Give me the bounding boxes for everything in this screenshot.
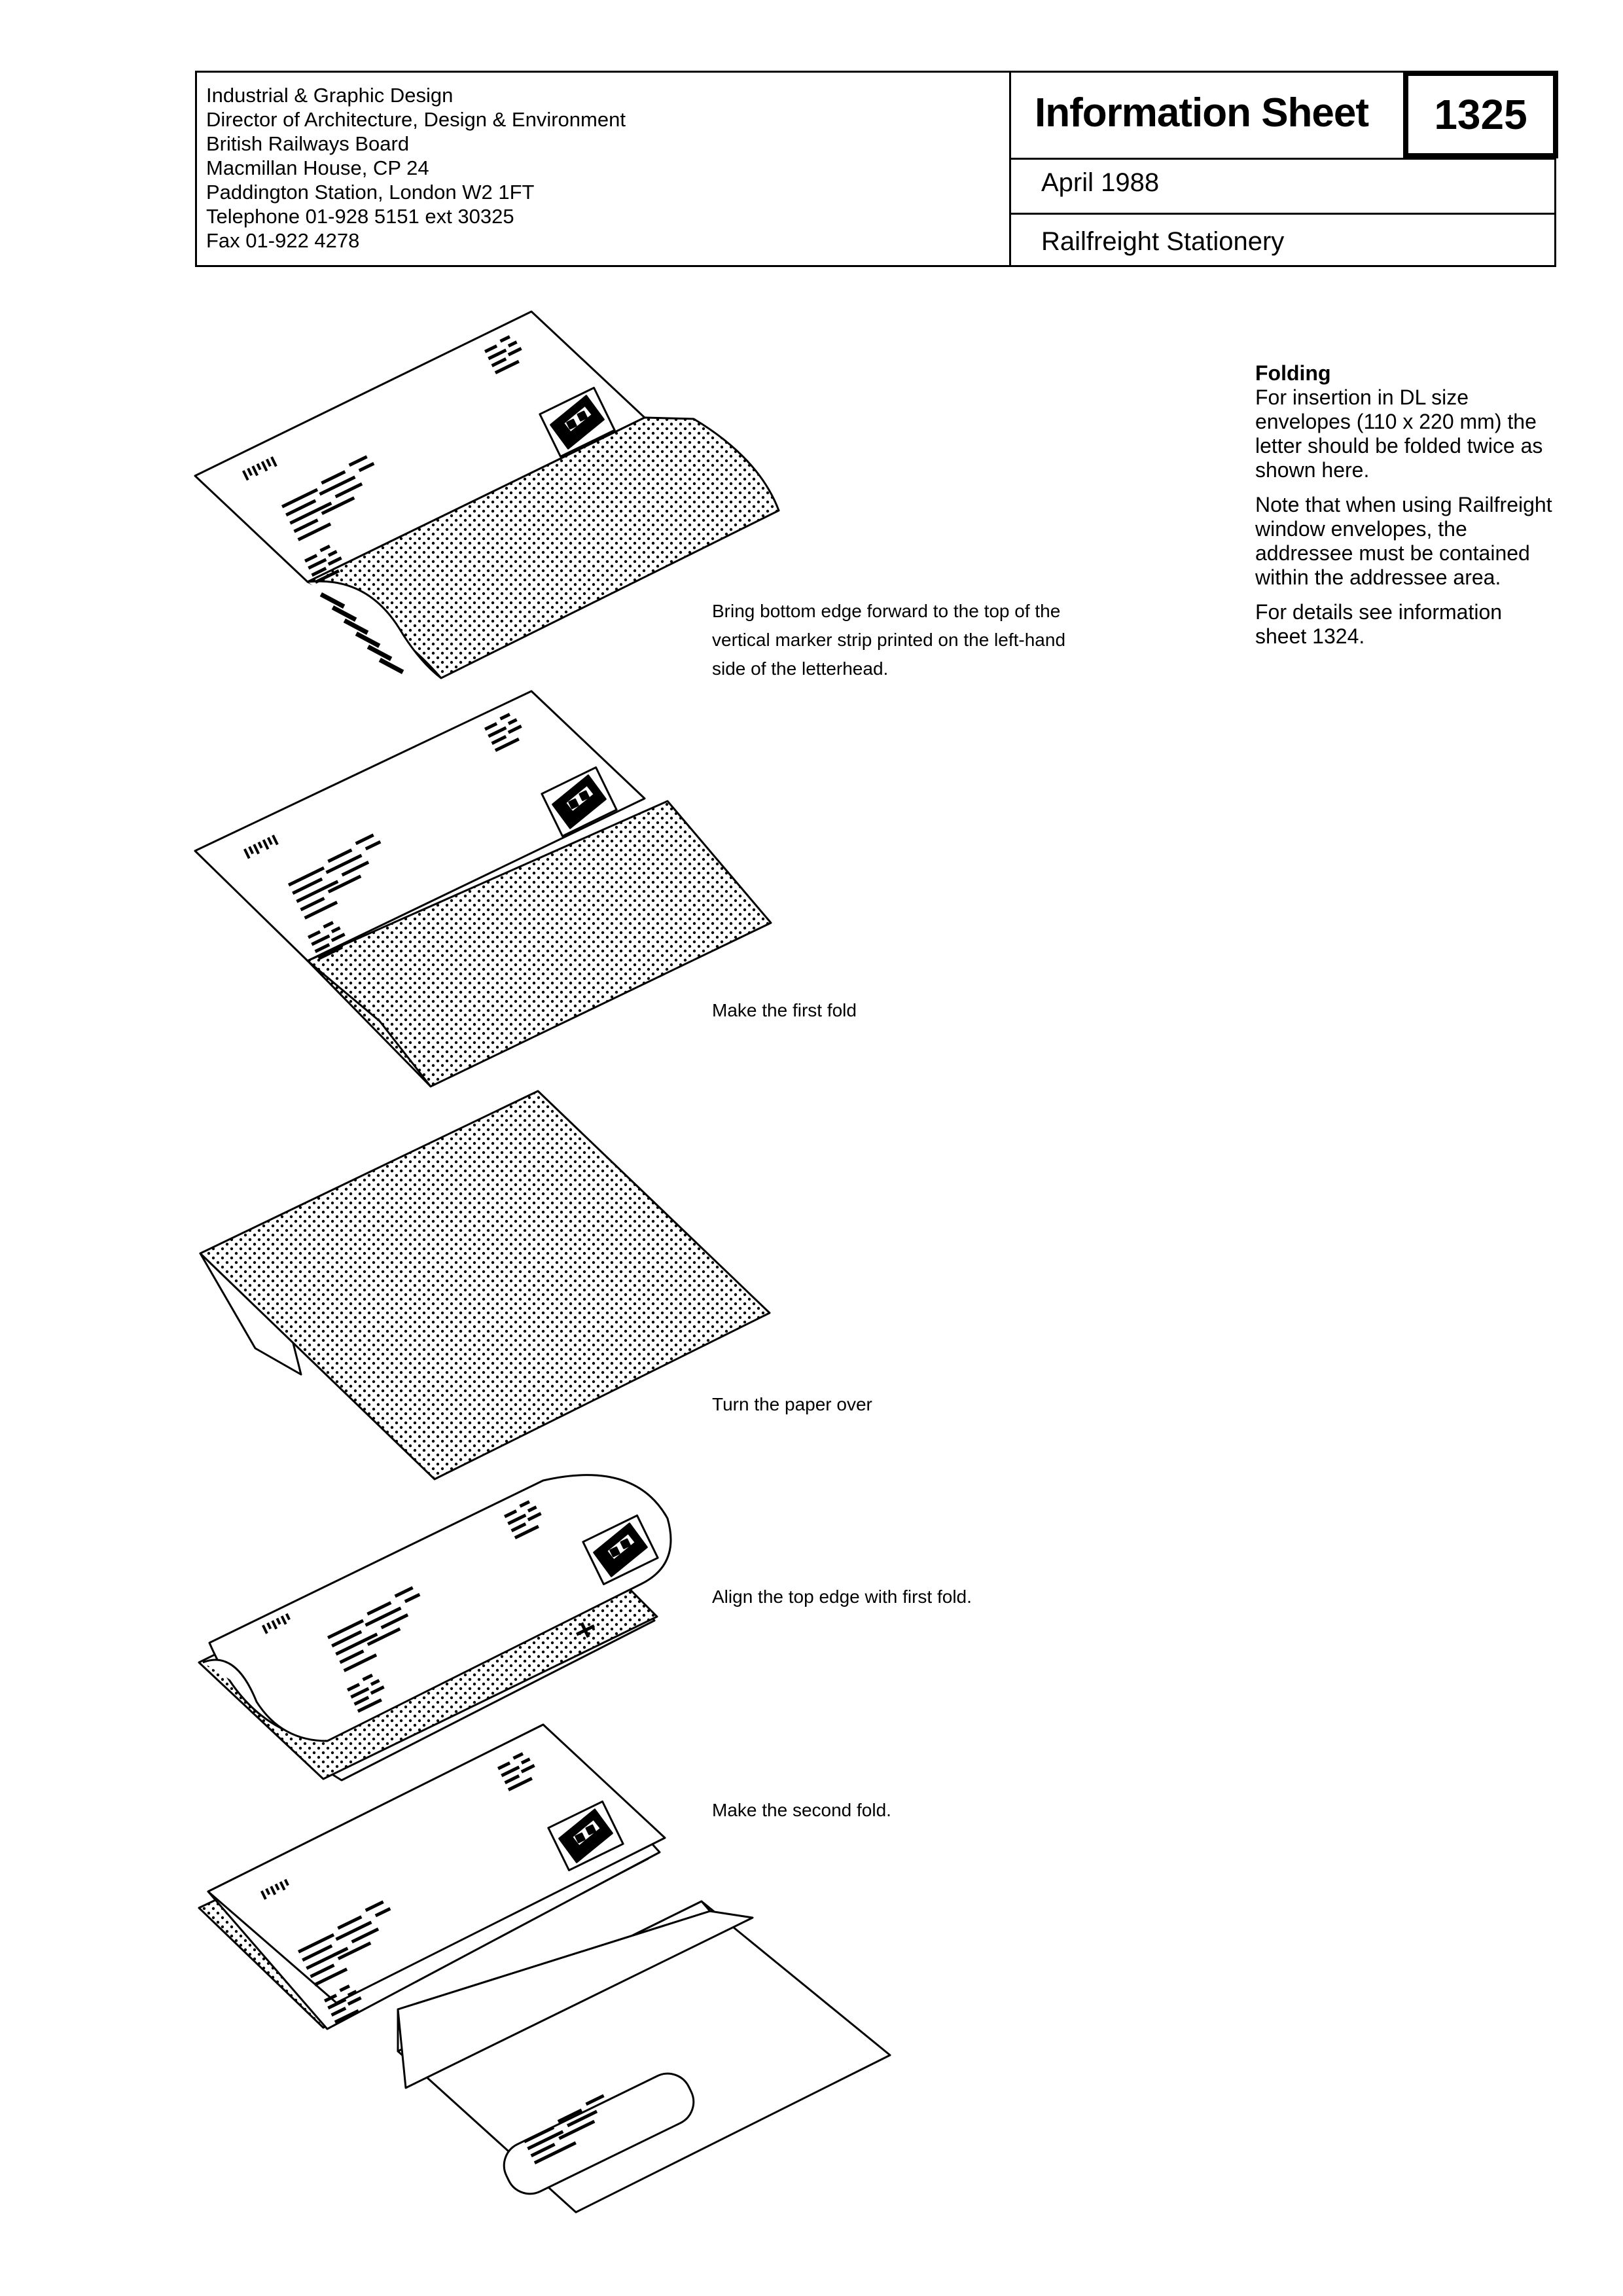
folding-paragraph: Note that when using Railfreight window … bbox=[1255, 493, 1552, 589]
sheet-date: April 1988 bbox=[1041, 168, 1160, 197]
header-divider bbox=[1009, 213, 1556, 215]
step1-letter bbox=[194, 310, 780, 679]
address-line: Paddington Station, London W2 1FT bbox=[206, 181, 535, 204]
step-caption: Turn the paper over bbox=[712, 1394, 872, 1414]
sheet-subject: Railfreight Stationery bbox=[1041, 227, 1285, 256]
sheet-number-box: 1325 bbox=[1403, 71, 1558, 158]
step-caption: Make the second fold. bbox=[712, 1800, 891, 1820]
header-box: Industrial & Graphic Design Director of … bbox=[195, 71, 1558, 267]
step3-letter bbox=[199, 1090, 771, 1480]
folding-paragraph: For details see information sheet 1324. bbox=[1255, 600, 1503, 648]
address-line: British Railways Board bbox=[206, 132, 410, 155]
step5-letter bbox=[198, 1723, 666, 2030]
window-envelope bbox=[397, 1900, 891, 2214]
step2-letter bbox=[194, 690, 772, 1088]
address-line: Industrial & Graphic Design bbox=[206, 84, 454, 107]
address-line: Director of Architecture, Design & Envir… bbox=[206, 108, 626, 131]
step-caption: Align the top edge with first fold. bbox=[712, 1587, 972, 1607]
folding-paragraph: For insertion in DL size envelopes (110 … bbox=[1255, 386, 1543, 482]
header-divider bbox=[1009, 158, 1556, 160]
sheet-number: 1325 bbox=[1434, 91, 1527, 138]
folding-note: Folding For insertion in DL size envelop… bbox=[1255, 361, 1556, 659]
step-caption: Make the first fold bbox=[712, 1000, 857, 1020]
address-line: Macmillan House, CP 24 bbox=[206, 156, 429, 179]
address-line: Fax 01-922 4278 bbox=[206, 229, 360, 252]
step4-letter bbox=[198, 1474, 672, 1782]
address-block: Industrial & Graphic Design Director of … bbox=[206, 83, 1057, 253]
step-caption: Bring bottom edge forward to the top of … bbox=[712, 601, 1066, 679]
sheet-title: Information Sheet bbox=[1035, 90, 1369, 135]
header-divider bbox=[1009, 73, 1011, 265]
folding-heading: Folding bbox=[1255, 361, 1331, 385]
address-line: Telephone 01-928 5151 ext 30325 bbox=[206, 205, 514, 228]
